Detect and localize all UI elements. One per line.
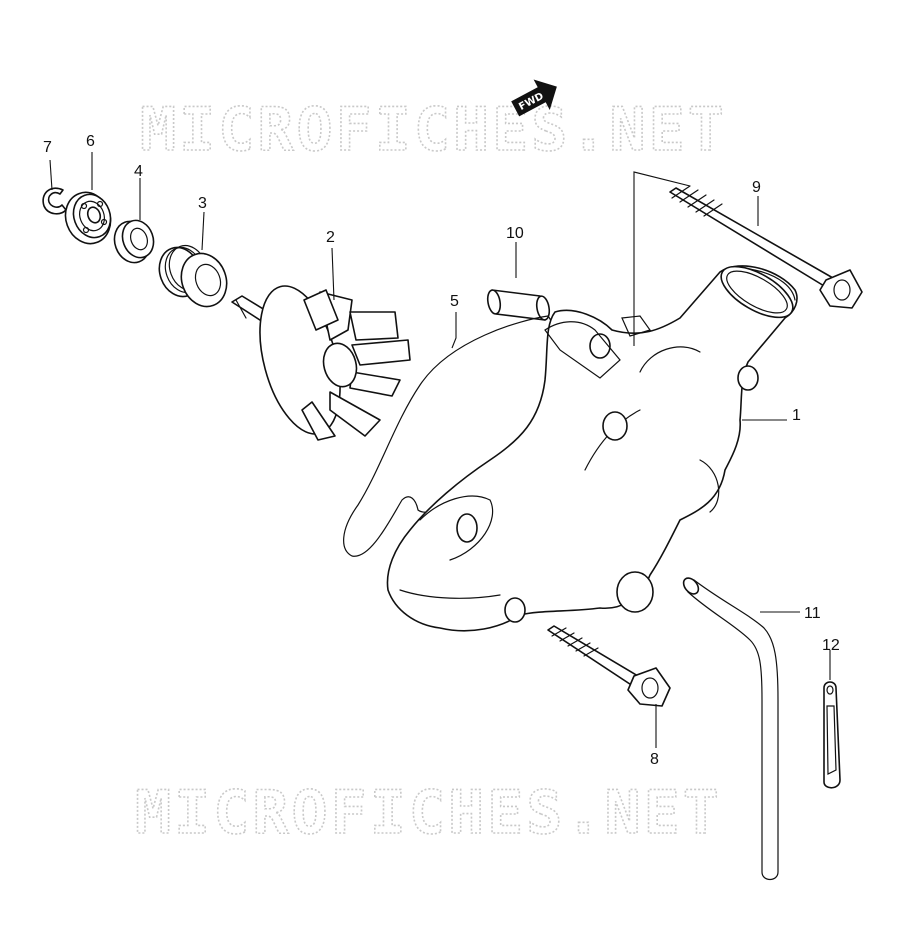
hose-part	[682, 577, 779, 881]
callout-9: 9	[752, 179, 761, 196]
callout-2: 2	[326, 229, 335, 246]
oil-seal-part	[113, 219, 155, 264]
callout-7: 7	[43, 139, 52, 156]
watermark-top: MICROFICHES.NET	[140, 95, 727, 165]
callout-10: 10	[506, 225, 524, 242]
callout-6: 6	[86, 133, 95, 150]
hose-clamp-part	[823, 681, 841, 789]
dowel-pin-part	[486, 289, 551, 321]
impeller-part	[231, 285, 411, 441]
circlip-part	[42, 187, 67, 215]
callout-1: 1	[792, 407, 801, 424]
callout-3: 3	[198, 195, 207, 212]
watermark-bottom: MICROFICHES.NET	[135, 778, 722, 848]
short-bolt-part	[547, 625, 671, 707]
bearing-part	[64, 191, 112, 245]
leader-lines	[49, 152, 831, 748]
long-bolt-part	[669, 185, 863, 309]
callout-5: 5	[450, 293, 459, 310]
water-pump-housing-part	[386, 265, 798, 632]
callout-8: 8	[650, 751, 659, 768]
callout-4: 4	[134, 163, 143, 180]
callout-12: 12	[822, 637, 840, 654]
mechanical-seal-part	[158, 244, 228, 308]
callout-11: 11	[804, 605, 821, 622]
